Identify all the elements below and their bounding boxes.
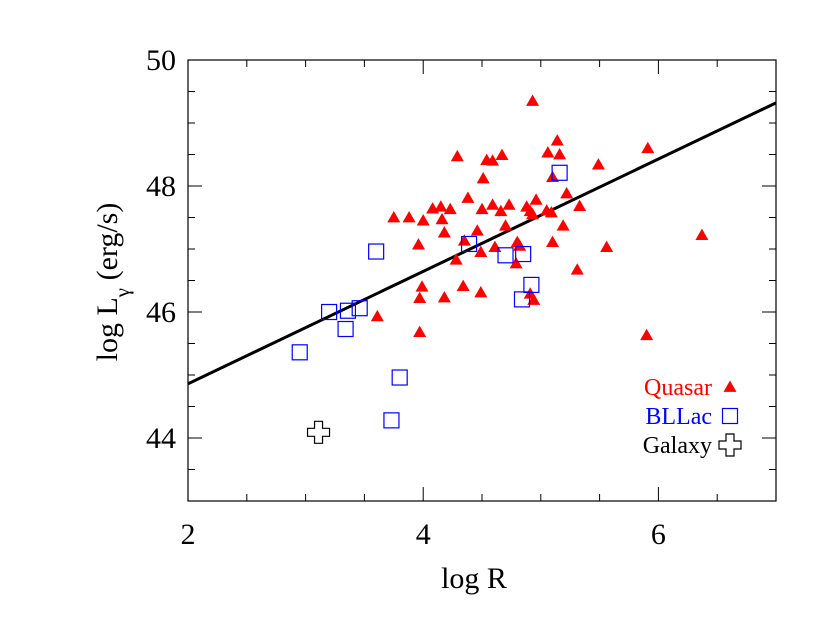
quasar-point: [695, 228, 709, 241]
y-axis-title-subscript: γ: [110, 288, 134, 298]
legend-label-quasar: Quasar: [644, 375, 712, 401]
x-axis-tick-labels: 2 4 6: [181, 518, 666, 551]
x-axis-title: log R: [441, 562, 507, 595]
y-axis-ticks: [188, 59, 776, 502]
y-tick-label: 46: [146, 296, 176, 329]
y-tick-label: 50: [146, 44, 176, 77]
regression-line: [187, 101, 777, 386]
quasar-point: [486, 154, 500, 166]
quasar-point: [449, 253, 463, 265]
quasar-point: [526, 94, 540, 106]
quasar-point: [640, 328, 654, 341]
quasar-point: [437, 226, 451, 238]
quasar-point: [387, 211, 401, 223]
bllac-point: [339, 302, 357, 319]
quasar-point: [426, 202, 440, 214]
quasar-point: [434, 200, 448, 212]
quasar-point: [416, 214, 430, 226]
quasar-point: [529, 193, 543, 205]
quasar-point: [437, 291, 451, 303]
quasar-point: [509, 256, 523, 269]
y-axis-title-main: log L: [91, 297, 124, 361]
bllac-point: [368, 243, 385, 260]
data-points: [291, 94, 709, 444]
quasar-point: [435, 212, 449, 225]
quasar-point: [456, 279, 470, 292]
legend-marker-bllac: [721, 407, 739, 425]
bllac-point: [551, 164, 568, 181]
bllac-point: [337, 320, 354, 338]
quasar-point: [546, 235, 560, 247]
quasar-point: [474, 245, 488, 258]
bllac-point: [321, 303, 338, 321]
quasar-point: [475, 202, 489, 215]
y-axis-title: log Lγ (erg/s): [91, 203, 134, 362]
quasar-point: [411, 238, 425, 250]
x-tick-label: 6: [651, 518, 666, 551]
quasar-point: [495, 148, 509, 161]
bllac-point: [351, 300, 368, 317]
y-axis-title-unit: (erg/s): [91, 203, 124, 288]
quasar-point: [513, 239, 527, 251]
bllac-point: [383, 412, 400, 429]
quasar-point: [415, 280, 429, 292]
series-quasar: [370, 94, 709, 341]
quasar-point: [641, 141, 655, 154]
x-axis-ticks: [187, 60, 777, 501]
bllac-point: [391, 369, 408, 386]
quasar-point: [502, 198, 516, 210]
quasar-point: [544, 205, 558, 218]
x-tick-label: 4: [416, 518, 431, 551]
quasar-point: [560, 187, 574, 199]
quasar-point: [443, 202, 457, 215]
quasar-point: [470, 224, 484, 236]
y-tick-label: 44: [146, 422, 176, 455]
series-galaxy: [306, 420, 331, 444]
fit-line-layer: [187, 101, 777, 386]
quasar-point: [526, 207, 540, 220]
legend-label-bllac: BLLac: [645, 404, 712, 430]
y-axis-tick-labels: 44 46 48 50: [146, 44, 176, 455]
quasar-point: [494, 204, 508, 217]
quasar-point: [591, 158, 605, 170]
bllac-point: [460, 235, 478, 253]
x-tick-label: 2: [181, 518, 196, 551]
legend-marker-quasar: [723, 380, 737, 392]
quasar-point: [450, 149, 464, 162]
bllac-point: [515, 245, 532, 263]
quasar-point: [413, 291, 427, 304]
quasar-point: [550, 134, 564, 146]
bllac-point: [291, 344, 308, 361]
quasar-point: [570, 263, 584, 275]
y-tick-label: 48: [146, 170, 176, 203]
legend-marker-galaxy: [718, 433, 742, 457]
quasar-point: [488, 240, 502, 252]
quasar-point: [402, 211, 416, 223]
series-bllac: [291, 164, 568, 429]
bllac-point: [497, 247, 514, 264]
quasar-point: [553, 148, 567, 160]
bllac-point: [523, 276, 540, 294]
legend-label-galaxy: Galaxy: [643, 433, 712, 459]
quasar-point: [600, 240, 614, 252]
quasar-point: [461, 191, 475, 203]
quasar-point: [370, 309, 384, 322]
bllac-point: [513, 291, 531, 308]
quasar-point: [573, 199, 587, 212]
quasar-point: [541, 146, 555, 158]
quasar-point: [474, 285, 488, 298]
quasar-point: [486, 198, 500, 210]
quasar-point: [556, 219, 570, 231]
galaxy-point: [306, 420, 331, 444]
quasar-point: [499, 219, 513, 231]
quasar-point: [413, 325, 427, 338]
quasar-point: [527, 293, 541, 305]
quasar-point: [476, 171, 490, 184]
